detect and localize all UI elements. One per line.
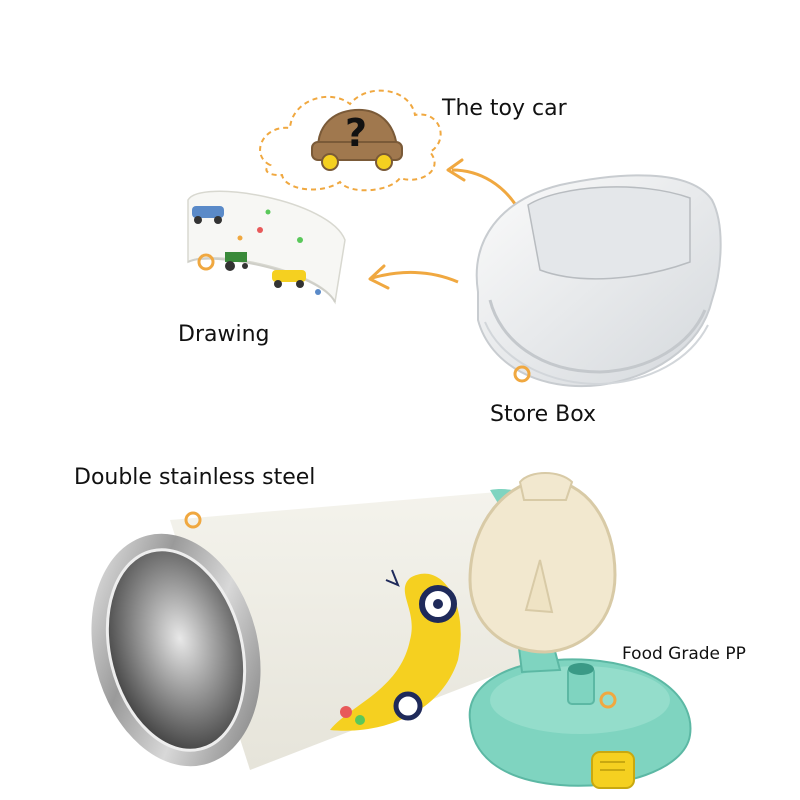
toy-car-label: The toy car xyxy=(442,96,567,121)
band-tractor-icon xyxy=(225,252,248,271)
pp-marker-icon xyxy=(599,691,617,709)
drawing-label: Drawing xyxy=(178,322,270,347)
steel-marker-icon xyxy=(184,511,202,529)
drawing-band xyxy=(187,190,346,305)
lid xyxy=(468,472,692,789)
store-box-label: Store Box xyxy=(490,402,597,427)
band-car-yellow-icon xyxy=(272,270,306,288)
store-box xyxy=(475,174,722,388)
arrow-to-toy-icon xyxy=(446,158,522,213)
toy-car-icon: ? xyxy=(311,108,403,171)
drawing-marker-icon xyxy=(197,253,215,271)
arrow-to-drawing-icon xyxy=(368,264,459,290)
double-steel-label: Double stainless steel xyxy=(74,465,316,490)
food-grade-label: Food Grade PP xyxy=(622,644,746,664)
store-box-marker-icon xyxy=(513,365,531,383)
bottle-character-icon xyxy=(330,569,461,731)
band-car-blue-icon xyxy=(192,206,224,224)
toy-car-cloud: ? xyxy=(259,89,442,192)
question-mark: ? xyxy=(345,111,367,155)
